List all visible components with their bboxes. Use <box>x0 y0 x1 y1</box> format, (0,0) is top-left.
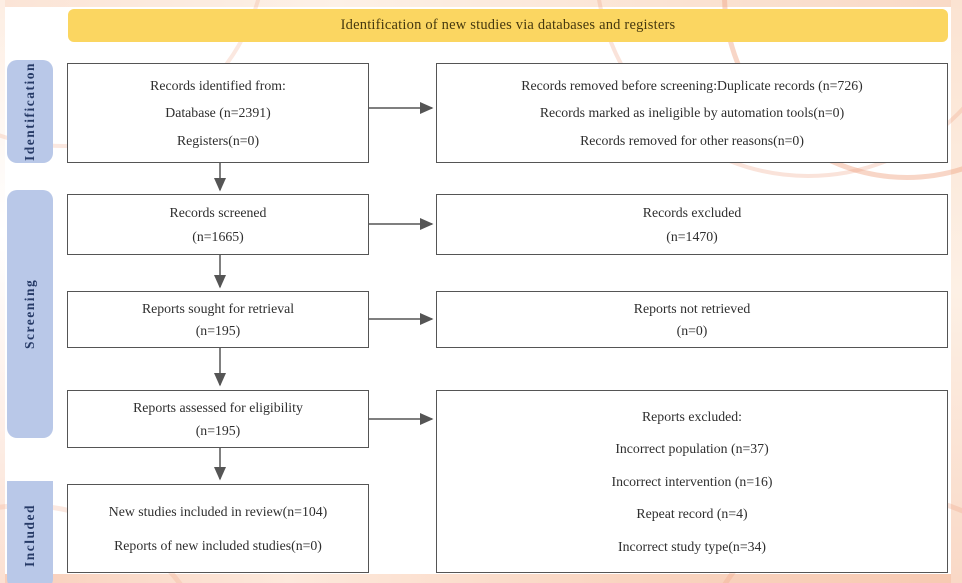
box-line: Records marked as ineligible by automati… <box>539 105 845 121</box>
box-line: Database (n=2391) <box>165 105 271 121</box>
box-line: Repeat record (n=4) <box>636 506 748 522</box>
box-line: Reports assessed for eligibility <box>133 399 303 415</box>
box-line: Reports not retrieved <box>633 300 751 316</box>
stage-label-text: Screening <box>22 278 37 350</box>
flow-box-reports-not-retrieved: Reports not retrieved (n=0) <box>436 291 948 348</box>
box-line: (n=1470) <box>666 228 718 244</box>
stage-label-screening: Screening <box>7 190 53 438</box>
flow-box-records-removed: Records removed before screening:Duplica… <box>436 63 948 163</box>
flow-box-reports-assessed: Reports assessed for eligibility (n=195) <box>67 390 369 448</box>
box-line: Reports sought for retrieval <box>141 300 295 316</box>
box-line: Registers(n=0) <box>176 133 260 149</box>
box-line: (n=195) <box>195 422 241 438</box>
box-line: Records removed before screening:Duplica… <box>521 77 863 93</box>
flow-box-reports-excluded: Reports excluded: Incorrect population (… <box>436 390 948 573</box>
flow-box-new-studies-included: New studies included in review(n=104) Re… <box>67 484 369 573</box>
box-line: New studies included in review(n=104) <box>108 504 328 520</box>
box-line: (n=1665) <box>192 228 244 244</box>
box-line: Incorrect population (n=37) <box>615 441 769 457</box>
background-watermark-bottom <box>0 574 962 583</box>
box-line: Records excluded <box>642 204 742 220</box>
flow-box-records-identified: Records identified from: Database (n=239… <box>67 63 369 163</box>
box-line: (n=195) <box>195 323 241 339</box>
diagram-title: Identification of new studies via databa… <box>340 17 676 33</box>
flow-box-reports-sought: Reports sought for retrieval (n=195) <box>67 291 369 348</box>
stage-label-included: Included <box>7 481 53 583</box>
box-line: Reports of new included studies(n=0) <box>114 537 322 553</box>
box-line: Incorrect intervention (n=16) <box>611 473 773 489</box>
box-line: Records identified from: <box>150 77 286 93</box>
diagram-title-banner: Identification of new studies via databa… <box>68 9 948 42</box>
box-line: Records removed for other reasons(n=0) <box>580 133 804 149</box>
stage-label-identification: Identification <box>7 60 53 163</box>
flow-box-records-excluded: Records excluded (n=1470) <box>436 194 948 255</box>
stage-label-text: Identification <box>22 62 37 162</box>
flow-box-records-screened: Records screened (n=1665) <box>67 194 369 255</box>
background-watermark-left <box>0 0 5 583</box>
box-line: Incorrect study type(n=34) <box>618 538 766 554</box>
box-line: Reports excluded: <box>641 409 742 425</box>
stage-label-text: Included <box>22 503 37 567</box>
box-line: (n=0) <box>676 323 708 339</box>
background-watermark-top <box>0 0 962 7</box>
box-line: Records screened <box>169 204 267 220</box>
background-watermark-right <box>951 0 962 583</box>
